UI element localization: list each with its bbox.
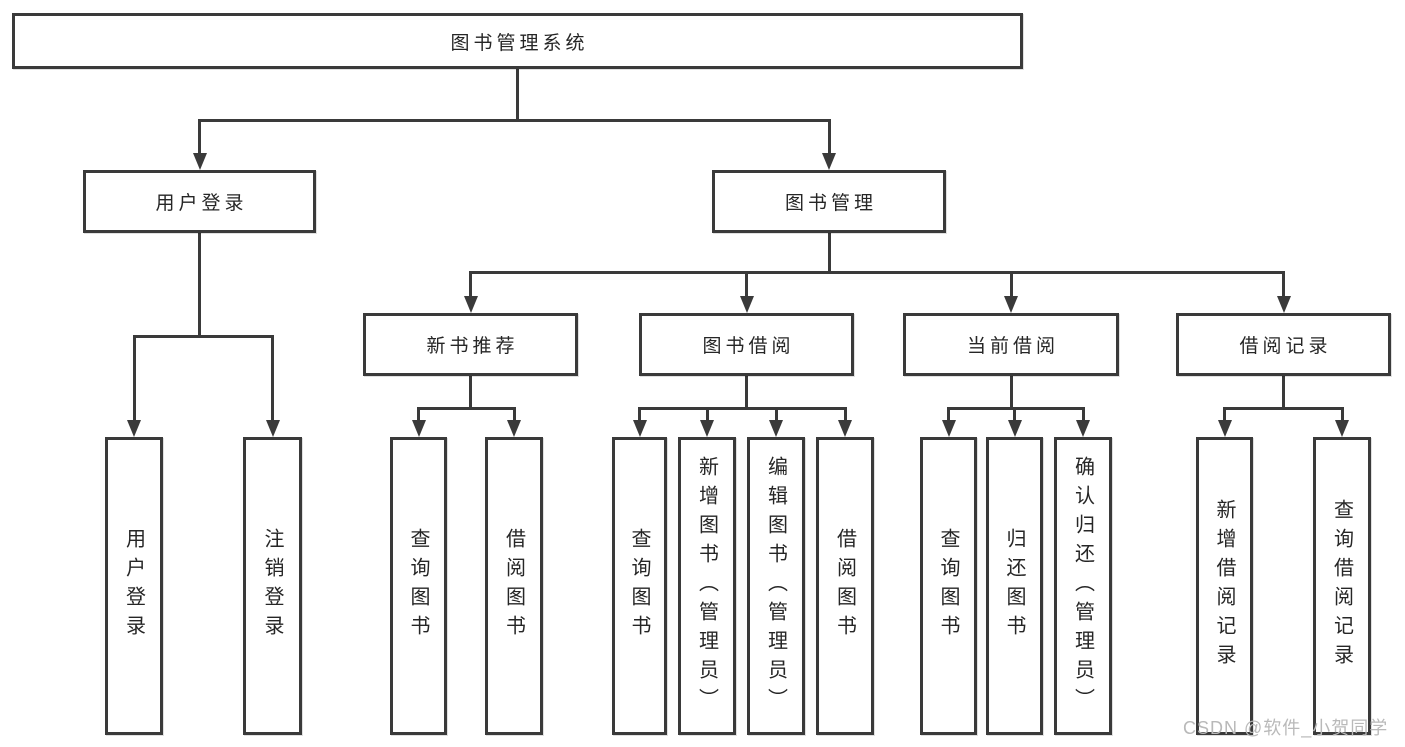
edge-drop-book-borrow-to-children-3 [843, 407, 847, 423]
arrow-icon-book-borrow-to-children-3 [838, 420, 852, 437]
arrow-icon-book-mgmt-to-level3-2 [1004, 296, 1018, 313]
edge-stem-root-to-level2 [516, 69, 519, 122]
node-leaf-query-book-1: 查询图书 [390, 437, 447, 735]
watermark: CSDN @软件_小贺同学 [1183, 718, 1389, 738]
edge-bar-root-to-level2 [198, 119, 831, 122]
arrow-icon-book-borrow-to-children-0 [632, 420, 647, 437]
arrow-icon-root-to-level2-1 [822, 153, 836, 170]
edge-drop-borrow-records-to-children-0 [1223, 407, 1226, 423]
node-borrowing-records: 借阅记录 [1176, 313, 1391, 376]
arrow-icon-borrow-records-to-children-1 [1335, 420, 1349, 437]
edge-drop-current-borrow-to-children-0 [947, 407, 950, 423]
edge-bar-user-login-to-children [132, 335, 274, 338]
arrow-icon-book-borrow-to-children-2 [769, 420, 783, 437]
node-book-borrowing: 图书借阅 [639, 313, 854, 376]
node-leaf-add-borrow-record: 新增借阅记录 [1196, 437, 1253, 735]
node-leaf-borrow-book-2: 借阅图书 [816, 437, 874, 735]
edge-stem-new-book-rec-to-children [469, 376, 472, 410]
edge-drop-book-mgmt-to-level3-1 [745, 271, 748, 299]
node-user-login-group: 用户登录 [83, 170, 316, 233]
edge-drop-book-mgmt-to-level3-2 [1009, 271, 1013, 299]
node-book-management: 图书管理 [712, 170, 946, 233]
arrow-icon-current-borrow-to-children-0 [941, 420, 956, 437]
edge-drop-new-book-rec-to-children-1 [512, 407, 516, 423]
arrow-icon-borrow-records-to-children-0 [1217, 420, 1232, 437]
node-current-borrowing: 当前借阅 [903, 313, 1119, 376]
arrow-icon-book-mgmt-to-level3-1 [739, 296, 754, 313]
edge-drop-new-book-rec-to-children-0 [417, 407, 420, 423]
node-root: 图书管理系统 [12, 13, 1023, 69]
node-leaf-add-book: 新增图书（管理员） [678, 437, 736, 735]
node-leaf-query-borrow-record: 查询借阅记录 [1313, 437, 1371, 735]
edge-drop-user-login-to-children-0 [132, 335, 136, 423]
node-leaf-return-book: 归还图书 [986, 437, 1043, 735]
arrow-icon-current-borrow-to-children-2 [1076, 420, 1090, 437]
edge-stem-borrow-records-to-children [1282, 376, 1285, 410]
node-leaf-query-book-3: 查询图书 [920, 437, 977, 735]
arrow-icon-book-borrow-to-children-1 [700, 420, 714, 437]
arrow-icon-current-borrow-to-children-1 [1007, 420, 1022, 437]
edge-drop-book-mgmt-to-level3-3 [1282, 271, 1285, 299]
edge-drop-book-mgmt-to-level3-0 [469, 271, 472, 299]
edge-drop-current-borrow-to-children-2 [1081, 407, 1085, 423]
arrow-icon-new-book-rec-to-children-1 [507, 420, 521, 437]
node-leaf-edit-book: 编辑图书（管理员） [747, 437, 805, 735]
edge-stem-user-login-to-children [198, 233, 201, 338]
edge-drop-root-to-level2-0 [198, 119, 201, 156]
edge-drop-user-login-to-children-1 [271, 335, 274, 423]
edge-bar-book-borrow-to-children [638, 407, 847, 410]
node-leaf-query-book-2: 查询图书 [612, 437, 667, 735]
edge-bar-new-book-rec-to-children [417, 407, 516, 410]
edge-bar-borrow-records-to-children [1223, 407, 1344, 410]
edge-drop-current-borrow-to-children-1 [1013, 407, 1016, 423]
arrow-icon-book-mgmt-to-level3-0 [463, 296, 478, 313]
edge-stem-book-mgmt-to-level3 [827, 233, 831, 274]
edge-drop-book-borrow-to-children-0 [638, 407, 641, 423]
arrow-icon-user-login-to-children-0 [127, 420, 141, 437]
node-leaf-borrow-book-1: 借阅图书 [485, 437, 543, 735]
edge-drop-book-borrow-to-children-2 [774, 407, 778, 423]
edge-drop-book-borrow-to-children-1 [705, 407, 709, 423]
arrow-icon-user-login-to-children-1 [265, 420, 280, 437]
node-new-book-recommend: 新书推荐 [363, 313, 578, 376]
edge-drop-root-to-level2-1 [827, 119, 831, 156]
edge-bar-book-mgmt-to-level3 [469, 271, 1285, 274]
node-leaf-confirm-return: 确认归还（管理员） [1054, 437, 1112, 735]
node-leaf-user-login: 用户登录 [105, 437, 163, 735]
arrow-icon-new-book-rec-to-children-0 [411, 420, 426, 437]
arrow-icon-root-to-level2-0 [192, 153, 207, 170]
arrow-icon-book-mgmt-to-level3-3 [1276, 296, 1291, 313]
node-leaf-logout: 注销登录 [243, 437, 302, 735]
edge-stem-book-borrow-to-children [745, 376, 748, 410]
edge-drop-borrow-records-to-children-1 [1340, 407, 1344, 423]
edge-stem-current-borrow-to-children [1009, 376, 1013, 410]
